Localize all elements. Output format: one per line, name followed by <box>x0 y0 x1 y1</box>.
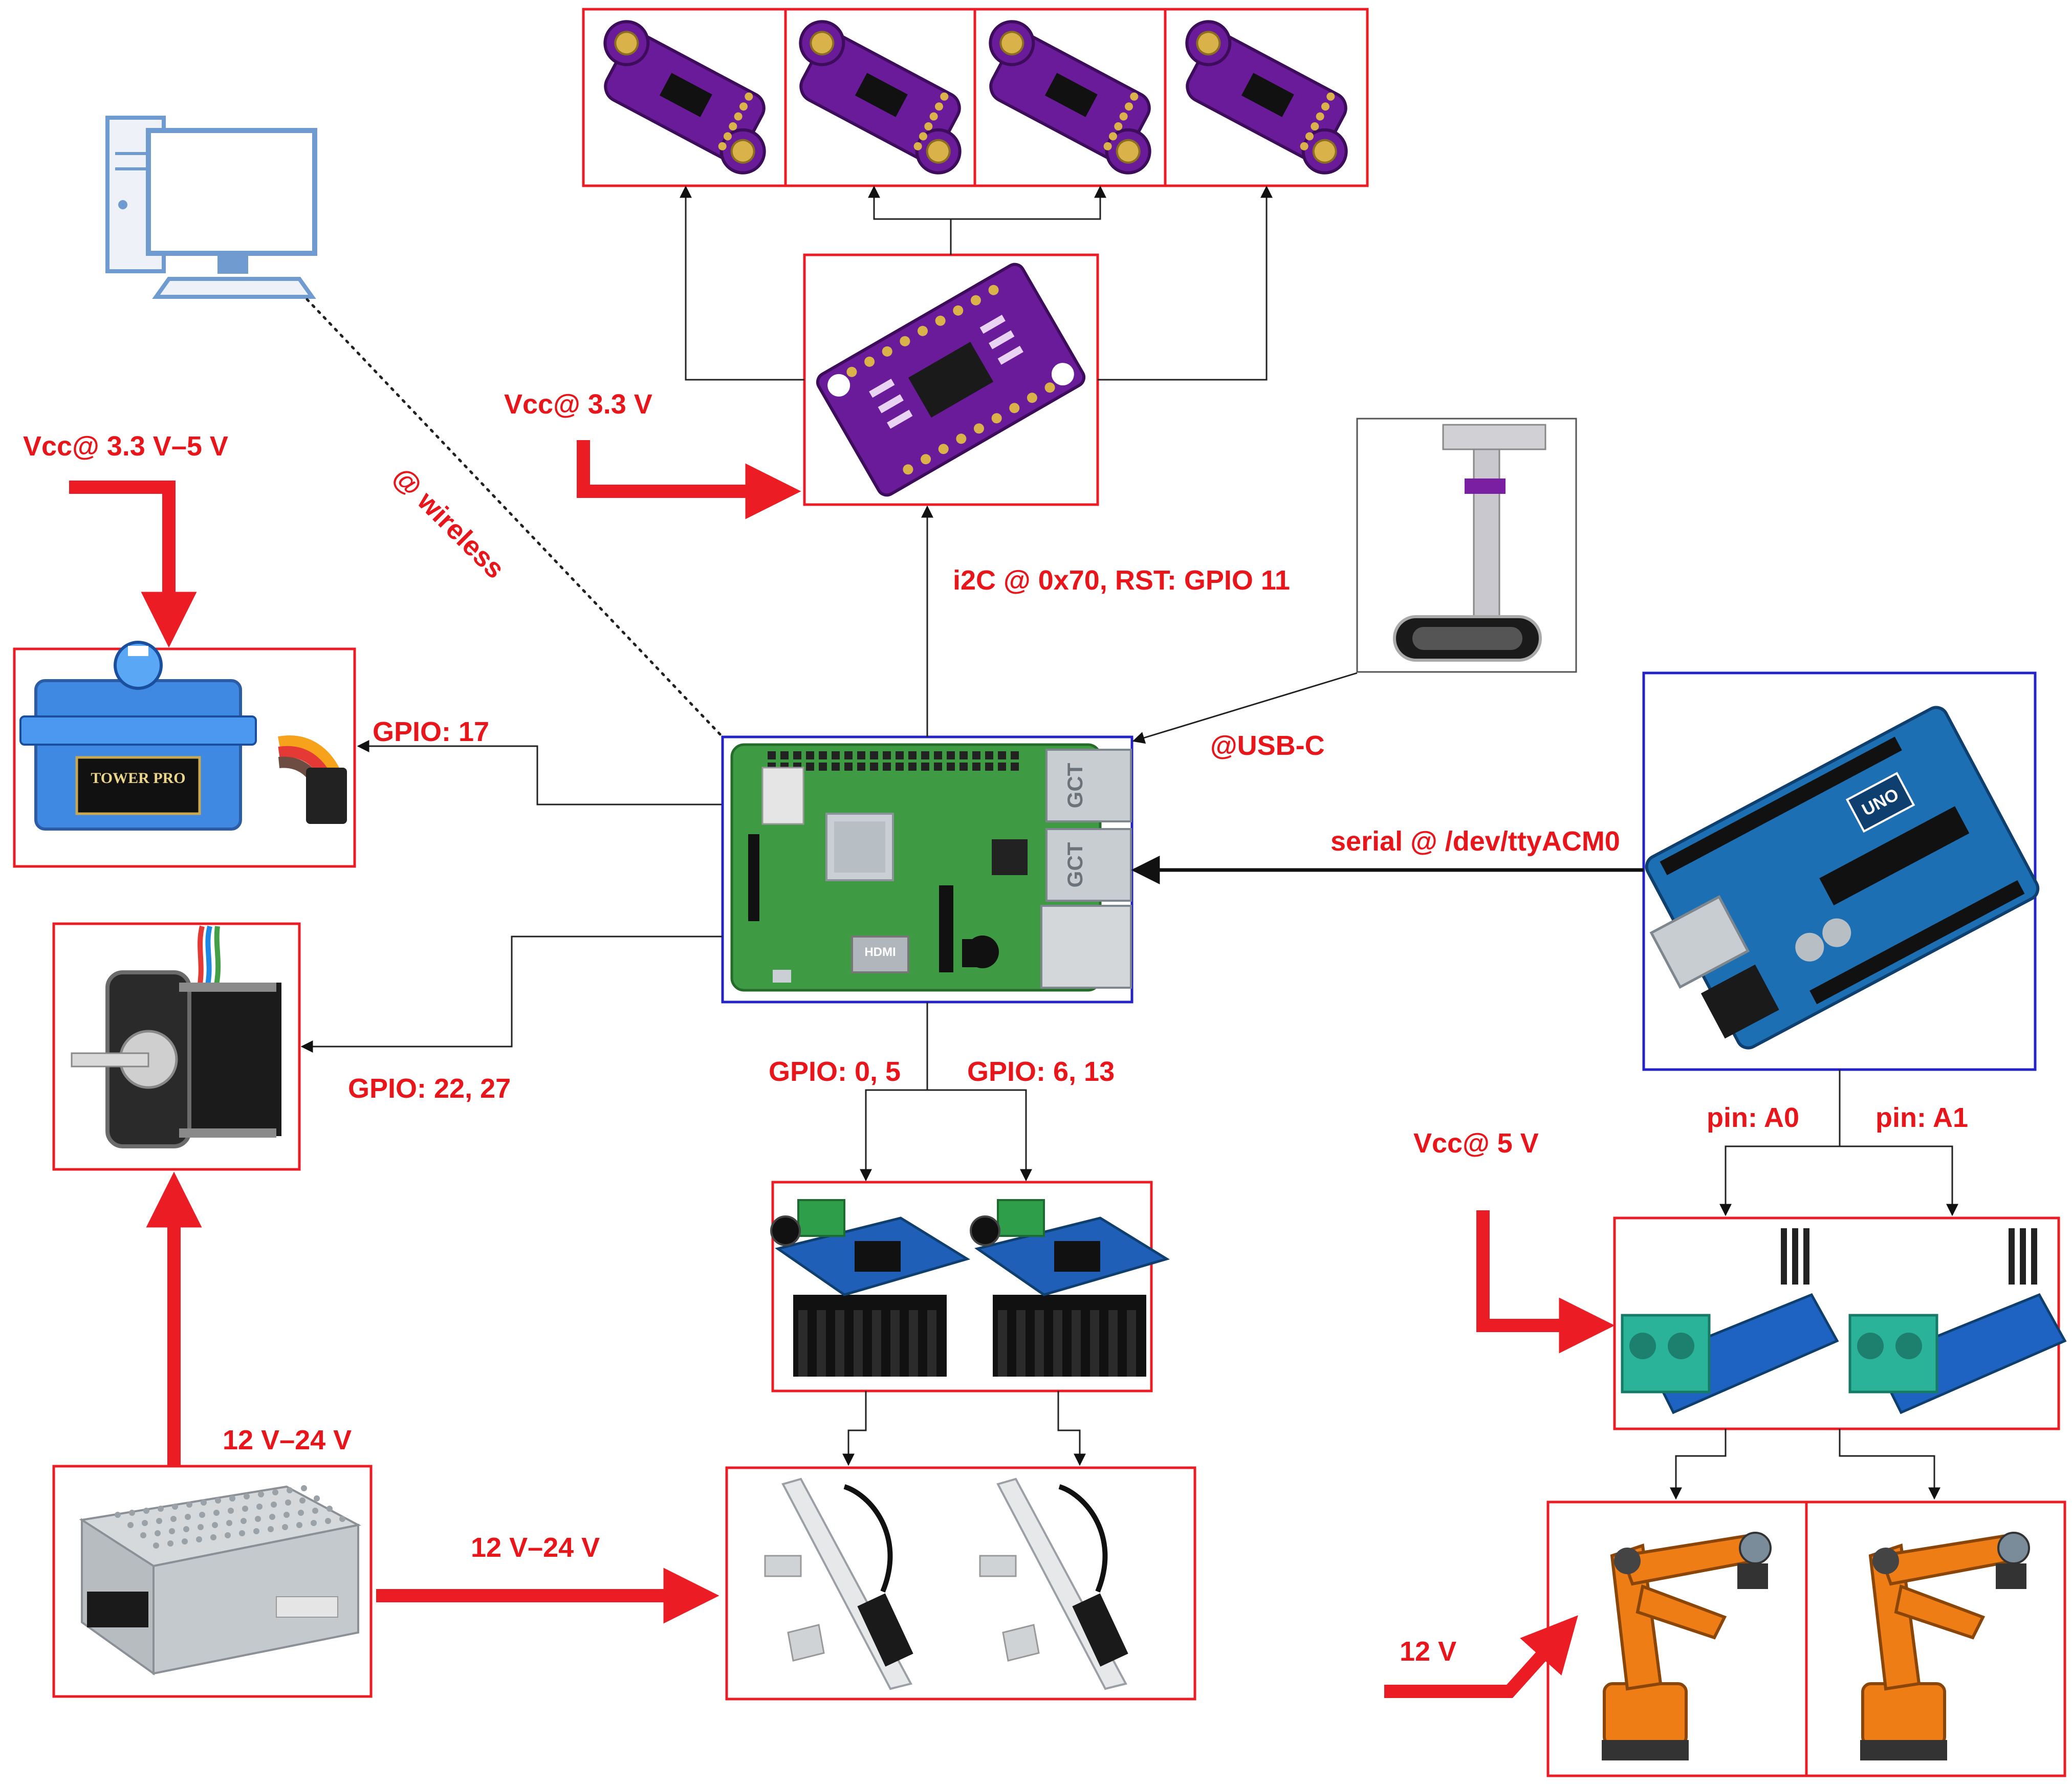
power-supply-icon <box>79 1485 361 1676</box>
usbc-label: @USB-C <box>1210 730 1325 761</box>
wireless-label: @ wireless <box>387 461 511 584</box>
robot-arm-icon <box>1860 1532 2030 1760</box>
lidar-sensor-icon <box>1393 424 1546 662</box>
motor-driver-icon <box>970 1199 1170 1377</box>
servo-vcc-label: Vcc@ 3.3 V–5 V <box>23 431 228 462</box>
serial-label: serial @ /dev/ttyACM0 <box>1331 826 1620 857</box>
arduino-to-sensor2-link <box>1840 1145 1958 1216</box>
sensor-vcc-label: Vcc@ 5 V <box>1413 1128 1539 1159</box>
pi-to-driver2-link <box>927 1089 1032 1182</box>
sensor-power-arrow <box>1476 1210 1615 1354</box>
mux-to-tof4-link <box>1098 185 1273 381</box>
mux-vcc-label: Vcc@ 3.3 V <box>504 389 652 420</box>
mux-to-tof3-link <box>951 185 1106 220</box>
raspberry-pi-icon: HDMI GCT GCT <box>730 743 1132 992</box>
pi-hdmi-text: HDMI <box>864 945 896 959</box>
arm-power-arrow <box>1384 1615 1578 1698</box>
computer-icon <box>105 116 317 299</box>
tof-sensor-icon <box>1185 20 1348 175</box>
lidar-to-pi-link <box>1132 672 1358 744</box>
pi-usb2-text: GCT <box>1063 842 1087 887</box>
current-sensor-icon <box>1621 1228 1839 1415</box>
servo-motor-icon: TOWER PRO <box>19 641 347 831</box>
i2c-label: i2C @ 0x70, RST: GPIO 11 <box>953 565 1290 596</box>
arduino-uno-icon: UNO <box>1645 706 2040 1050</box>
pi-usb1-text: GCT <box>1063 763 1087 808</box>
sensor2-to-arm2-link <box>1839 1429 1940 1500</box>
pin-a1-label: pin: A1 <box>1875 1102 1968 1133</box>
arm-voltage-label: 12 V <box>1400 1636 1456 1667</box>
arduino-to-sensor1-link <box>1719 1145 1840 1216</box>
pi-to-driver1-link <box>860 1089 927 1182</box>
actuator-voltage-label: 12 V–24 V <box>471 1532 600 1563</box>
tof-sensor-icon <box>799 20 962 175</box>
psu-voltage-label: 12 V–24 V <box>223 1425 352 1455</box>
servo-gpio-label: GPIO: 17 <box>373 716 489 747</box>
motor-driver-icon <box>770 1199 971 1377</box>
wireless-link <box>306 298 724 738</box>
linear-actuator-icon <box>979 1477 1128 1690</box>
linear-actuator-icon <box>764 1477 913 1690</box>
driver2-gpio-label: GPIO: 6, 13 <box>967 1056 1115 1087</box>
current-sensor-icon <box>1848 1228 2067 1415</box>
driver1-gpio-label: GPIO: 0, 5 <box>769 1056 901 1087</box>
i2c-multiplexer-icon <box>816 263 1086 497</box>
driver1-to-actuator1-link <box>842 1391 867 1466</box>
servo-brand: TOWER PRO <box>91 770 185 787</box>
pi-to-servo-link <box>357 740 723 806</box>
mux-power-arrow <box>577 440 801 519</box>
stepper-motor-icon <box>71 925 281 1148</box>
tof-sensor-icon <box>603 20 766 175</box>
sensor1-to-arm1-link <box>1670 1429 1727 1500</box>
robot-arm-icon <box>1602 1532 1772 1760</box>
stepper-gpio-label: GPIO: 22, 27 <box>348 1073 511 1104</box>
pi-to-stepper-link <box>300 935 723 1053</box>
pin-a0-label: pin: A0 <box>1707 1102 1799 1133</box>
driver2-to-actuator2-link <box>1057 1391 1086 1466</box>
servo-power-arrow <box>69 481 197 648</box>
tof-sensor-icon <box>989 20 1151 175</box>
mux-to-tof2-link <box>868 185 952 255</box>
mux-to-tof1-link <box>680 185 804 381</box>
